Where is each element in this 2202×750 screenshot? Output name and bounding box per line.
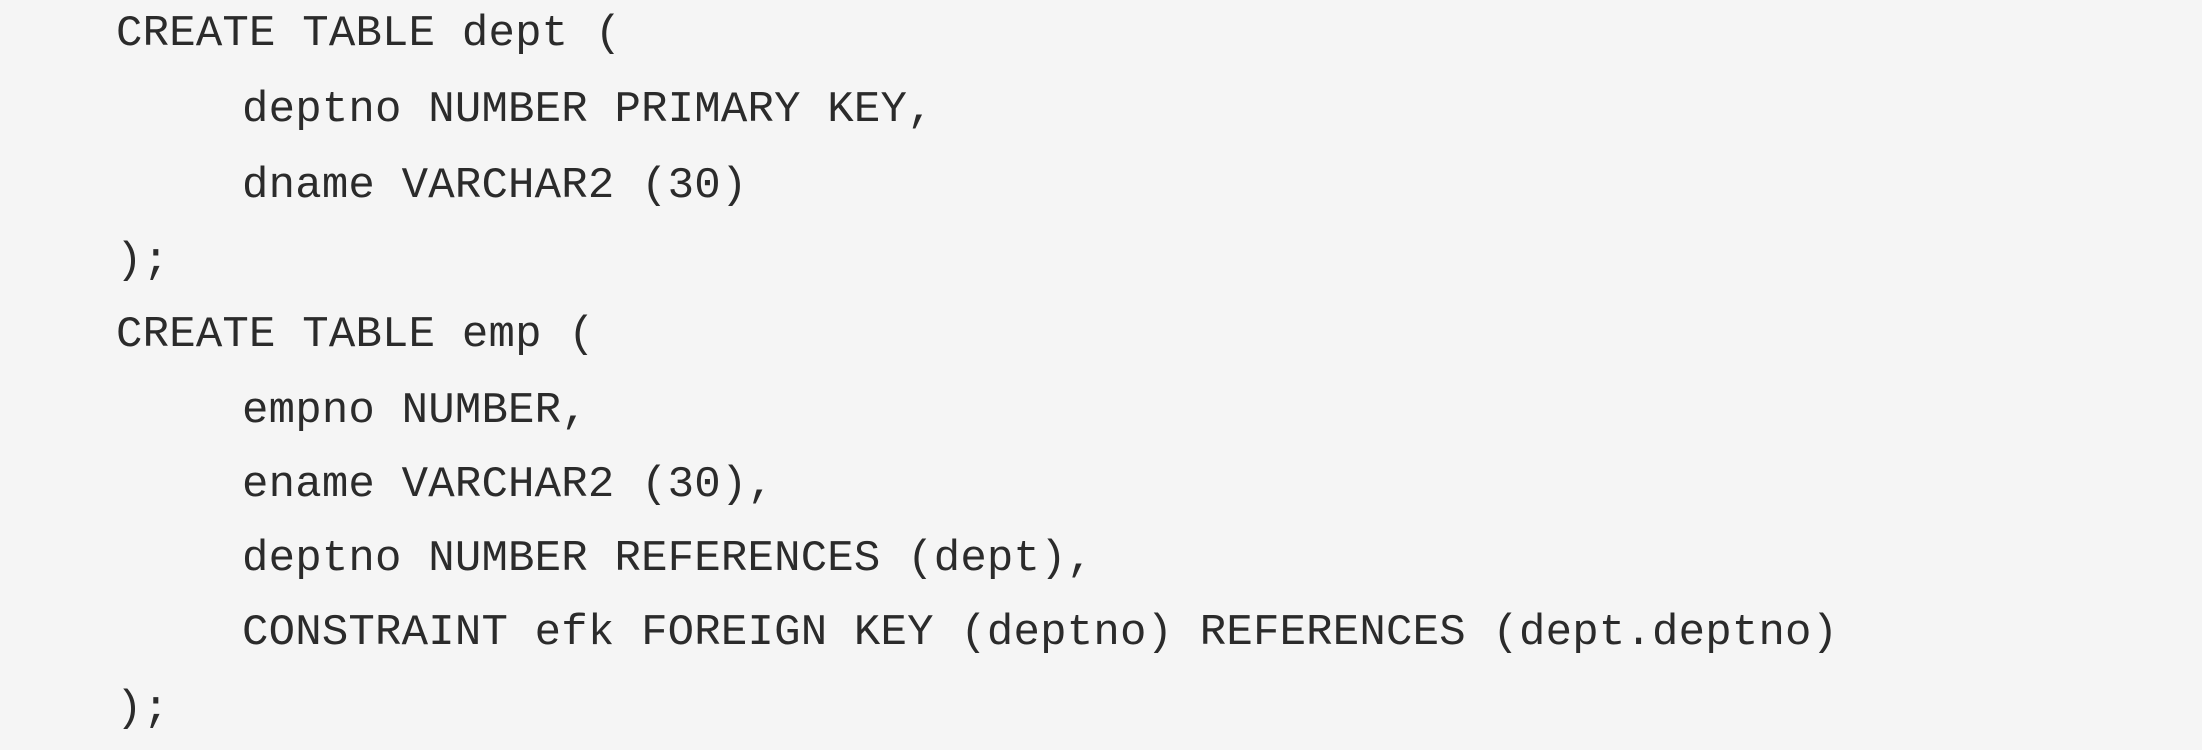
code-line-6: empno NUMBER, [242,386,588,436]
code-line-4: ); [116,236,170,286]
code-line-8: deptno NUMBER REFERENCES (dept), [242,534,1094,584]
code-line-3: dname VARCHAR2 (30) [242,161,748,211]
code-line-2: deptno NUMBER PRIMARY KEY, [242,85,934,135]
code-line-7: ename VARCHAR2 (30), [242,460,775,510]
code-line-10: ); [116,684,170,734]
code-line-5: CREATE TABLE emp ( [116,310,595,360]
code-line-9: CONSTRAINT efk FOREIGN KEY (deptno) REFE… [242,608,1839,658]
code-line-1: CREATE TABLE dept ( [116,9,622,59]
